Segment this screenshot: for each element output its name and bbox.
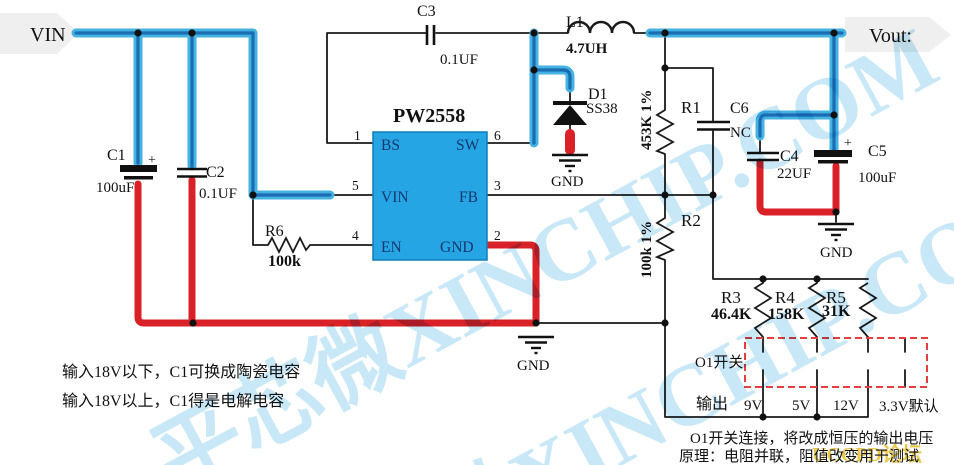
c3-value: 0.1UF <box>440 52 478 68</box>
junction-dots <box>134 29 840 421</box>
ic-pin-1-number: 1 <box>354 128 361 143</box>
diode-d1 <box>553 101 587 125</box>
output-label: 输出 <box>696 395 728 413</box>
d1-triangle <box>553 105 587 125</box>
ic-pin-4-number: 4 <box>352 228 359 243</box>
vin-label: VIN <box>30 24 66 46</box>
c5-plate-top <box>814 150 852 157</box>
c2-ref: C2 <box>206 164 225 181</box>
capacitor-c1 <box>120 165 157 180</box>
c1-plate-top <box>120 165 157 172</box>
switch-o1-label: O1开关 <box>695 354 743 371</box>
ic-pin-sw-label: SW <box>456 137 480 154</box>
capacitor-c6 <box>697 120 730 131</box>
r5-value: 31K <box>822 303 851 320</box>
output-option-9v: 9V <box>744 398 763 414</box>
c3-ref: C3 <box>417 3 436 20</box>
ic-part-number: PW2558 <box>393 105 465 127</box>
blue-wires <box>71 28 847 200</box>
ic-pin-5-number: 5 <box>352 178 359 193</box>
c2-value: 0.1UF <box>199 186 237 202</box>
vout-banner: Vout: <box>845 17 951 52</box>
c4-ref: C4 <box>780 148 799 165</box>
gnd-symbol-main <box>518 335 554 355</box>
switch-o1-box <box>744 337 928 388</box>
gnd-symbol-d1 <box>552 153 588 173</box>
c6-value: NC <box>730 125 751 141</box>
input-note-line2: 输入18V以上，C1得是电解电容 <box>62 392 284 410</box>
switch-note-line1: O1开关连接，将改成恒压的输出电压 <box>690 430 933 447</box>
diagonal-watermark-1: 平芯微XINCHIP.COM <box>138 10 953 465</box>
r5-ref: R5 <box>826 288 846 307</box>
r6-value: 100k <box>268 253 301 270</box>
c1-plate-bottom <box>124 176 153 180</box>
r1-value: 453K 1% <box>639 90 655 150</box>
gnd-label-c5: GND <box>820 245 853 261</box>
output-option-12v: 12V <box>833 398 859 414</box>
c6-ref: C6 <box>730 100 749 117</box>
ic-pin-gnd-label: GND <box>440 239 474 256</box>
inductor-coil <box>566 20 636 34</box>
ic-pw2558: PW2558 BS SW VIN FB EN GND 1 6 5 3 4 2 <box>352 105 501 261</box>
ic-body <box>372 131 488 261</box>
capacitor-c2 <box>177 167 207 178</box>
vin-banner-shape <box>0 13 79 54</box>
r1-ref: R1 <box>681 98 701 117</box>
ic-pin-6-number: 6 <box>494 128 501 143</box>
c1-ref: C1 <box>107 147 126 164</box>
vout-label: Vout: <box>869 25 912 47</box>
r4-value: 158K <box>768 306 805 323</box>
ic-pin-bs-label: BS <box>381 137 400 154</box>
ic-pin-3-number: 3 <box>494 178 501 193</box>
d1-cathode-bar <box>553 101 587 105</box>
r2-ref: R2 <box>681 211 701 230</box>
capacitor-c5 <box>814 150 852 164</box>
c4-value: 22UF <box>777 166 811 182</box>
l1-ref: L1 <box>566 14 584 31</box>
gnd-label-d1: GND <box>551 174 584 190</box>
c5-plate-bottom <box>818 160 848 164</box>
capacitor-c4 <box>747 151 779 162</box>
output-option-5v: 5V <box>792 398 811 414</box>
switch-note-line2: 原理：电阻并联，阻值改变用于测试 <box>679 448 919 465</box>
l1-value: 4.7UH <box>566 41 608 57</box>
r3-value: 46.4K <box>711 306 752 323</box>
ic-pin-2-number: 2 <box>494 228 501 243</box>
c5-value: 100uF <box>858 170 896 186</box>
ic-pin-en-label: EN <box>381 239 402 256</box>
c5-plus-sign: + <box>844 136 852 151</box>
d1-value: SS38 <box>586 101 618 117</box>
r3-ref: R3 <box>721 288 741 307</box>
r4-ref: R4 <box>775 288 795 307</box>
c1-plus-sign: + <box>148 153 156 168</box>
gnd-label-main: GND <box>517 358 550 374</box>
vout-banner-shape <box>845 17 951 52</box>
c5-ref: C5 <box>868 143 887 160</box>
d1-ref: D1 <box>588 86 608 103</box>
r2-value: 100k 1% <box>639 221 655 278</box>
vin-banner: VIN <box>0 13 79 54</box>
r6-ref: R6 <box>265 223 284 240</box>
output-default-label: 3.3V默认 <box>879 398 939 415</box>
ic-pin-vin-label: VIN <box>381 189 409 206</box>
input-note-line1: 输入18V以下，C1可换成陶瓷电容 <box>62 363 300 381</box>
capacitor-c3 <box>425 25 436 45</box>
c1-value: 100uF <box>96 180 134 196</box>
forum-watermark: UCCPD论坛 <box>812 442 922 465</box>
ic-pin-fb-label: FB <box>459 189 478 206</box>
resistor-zigzags <box>267 109 878 338</box>
red-wires <box>134 158 840 327</box>
gnd-symbol-c5 <box>818 222 854 242</box>
